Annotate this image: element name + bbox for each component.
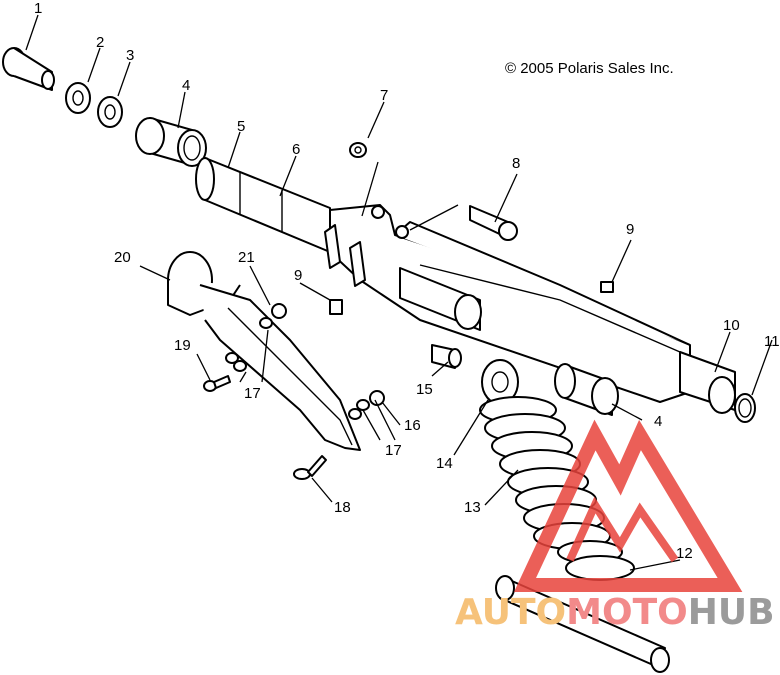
watermark-suffix: HUB bbox=[688, 592, 775, 633]
callout-19: 19 bbox=[174, 337, 191, 354]
callout-10: 10 bbox=[723, 317, 740, 334]
callout-11: 11 bbox=[764, 333, 780, 350]
watermark-prefix: AUTO bbox=[455, 592, 566, 633]
part-19-bolt bbox=[203, 375, 231, 392]
callout-17-left: 17 bbox=[244, 385, 261, 402]
callout-16: 16 bbox=[404, 417, 421, 434]
part-15-bushing bbox=[431, 344, 462, 369]
callout-4: 4 bbox=[182, 77, 190, 94]
callout-15: 15 bbox=[416, 381, 433, 398]
callout-8: 8 bbox=[512, 155, 520, 172]
watermark-middle: MOTO bbox=[566, 592, 688, 633]
callout-7: 7 bbox=[380, 87, 388, 104]
leader-lines bbox=[25, 14, 773, 571]
part-11-ring bbox=[734, 393, 756, 423]
callout-4-lower: 4 bbox=[654, 413, 662, 430]
lower-tube bbox=[399, 267, 482, 331]
part-18-bolt bbox=[293, 455, 327, 480]
callout-1: 1 bbox=[34, 0, 42, 17]
watermark-logo bbox=[514, 419, 743, 592]
control-arm-body bbox=[324, 204, 691, 403]
part-8-bolt bbox=[469, 205, 518, 241]
callout-numbers: 1 2 3 4 5 6 7 8 9 9 10 11 12 13 14 15 16… bbox=[34, 0, 780, 562]
watermark-mark bbox=[514, 419, 743, 592]
part-20-bracket bbox=[167, 251, 361, 451]
part-10-tube bbox=[679, 351, 736, 414]
part-4-bushing-lower bbox=[554, 363, 619, 416]
part-2-washer bbox=[65, 82, 91, 114]
callout-5: 5 bbox=[237, 118, 245, 135]
part-17-washers-left bbox=[225, 317, 273, 372]
part-9-fitting-right bbox=[600, 281, 614, 293]
callout-12: 12 bbox=[676, 545, 693, 562]
callout-18: 18 bbox=[334, 499, 351, 516]
callout-20: 20 bbox=[114, 249, 131, 266]
callout-9-left: 9 bbox=[294, 267, 302, 284]
part-5-6-pivot-tube bbox=[195, 157, 331, 253]
copyright-text: © 2005 Polaris Sales Inc. bbox=[505, 60, 674, 77]
callout-9-right: 9 bbox=[626, 221, 634, 238]
part-7-nut bbox=[349, 142, 367, 158]
callout-6: 6 bbox=[292, 141, 300, 158]
watermark-text: AUTOMOTOHUB bbox=[455, 592, 775, 633]
callout-3: 3 bbox=[126, 47, 134, 64]
callout-14: 14 bbox=[436, 455, 453, 472]
callout-13: 13 bbox=[464, 499, 481, 516]
part-3-washer bbox=[97, 96, 123, 128]
part-4-bushing-upper bbox=[135, 117, 207, 167]
part-21-nut bbox=[271, 303, 287, 319]
callout-2: 2 bbox=[96, 34, 104, 51]
part-12-shaft bbox=[495, 575, 670, 673]
callout-21: 21 bbox=[238, 249, 255, 266]
part-9-fitting-left bbox=[329, 299, 343, 315]
callout-17-right: 17 bbox=[385, 442, 402, 459]
part-1-bolt bbox=[2, 47, 55, 91]
watermark-mark-inner bbox=[566, 496, 679, 563]
